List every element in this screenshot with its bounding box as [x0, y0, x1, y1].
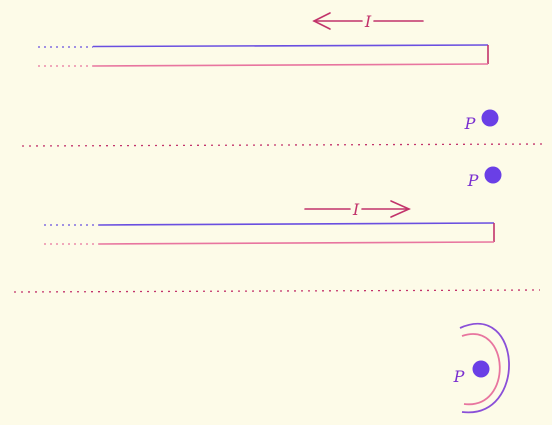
current-arrow-1 [312, 12, 424, 30]
wire-1-lower [92, 63, 489, 67]
point-label-2: P [467, 171, 479, 190]
wire-2-upper [98, 222, 495, 226]
current-label-2: I [352, 200, 360, 219]
separator-1 [21, 143, 546, 147]
point-label-3: P [453, 367, 465, 386]
wire-1-upper [92, 44, 489, 48]
point-3 [472, 360, 490, 378]
point-2 [484, 166, 502, 184]
separator-2 [13, 289, 541, 293]
wire-3-inner-arc [461, 333, 501, 405]
wire-2-lower [98, 241, 495, 245]
wire-3-outer-arc [459, 322, 510, 413]
panel-1: I P [38, 12, 499, 133]
point-label-1: P [464, 114, 476, 133]
current-arrow-2 [304, 200, 411, 218]
panel-2: P I [44, 166, 502, 245]
panel-3: P [453, 322, 510, 413]
point-1 [481, 109, 499, 127]
current-label-1: I [364, 12, 372, 31]
